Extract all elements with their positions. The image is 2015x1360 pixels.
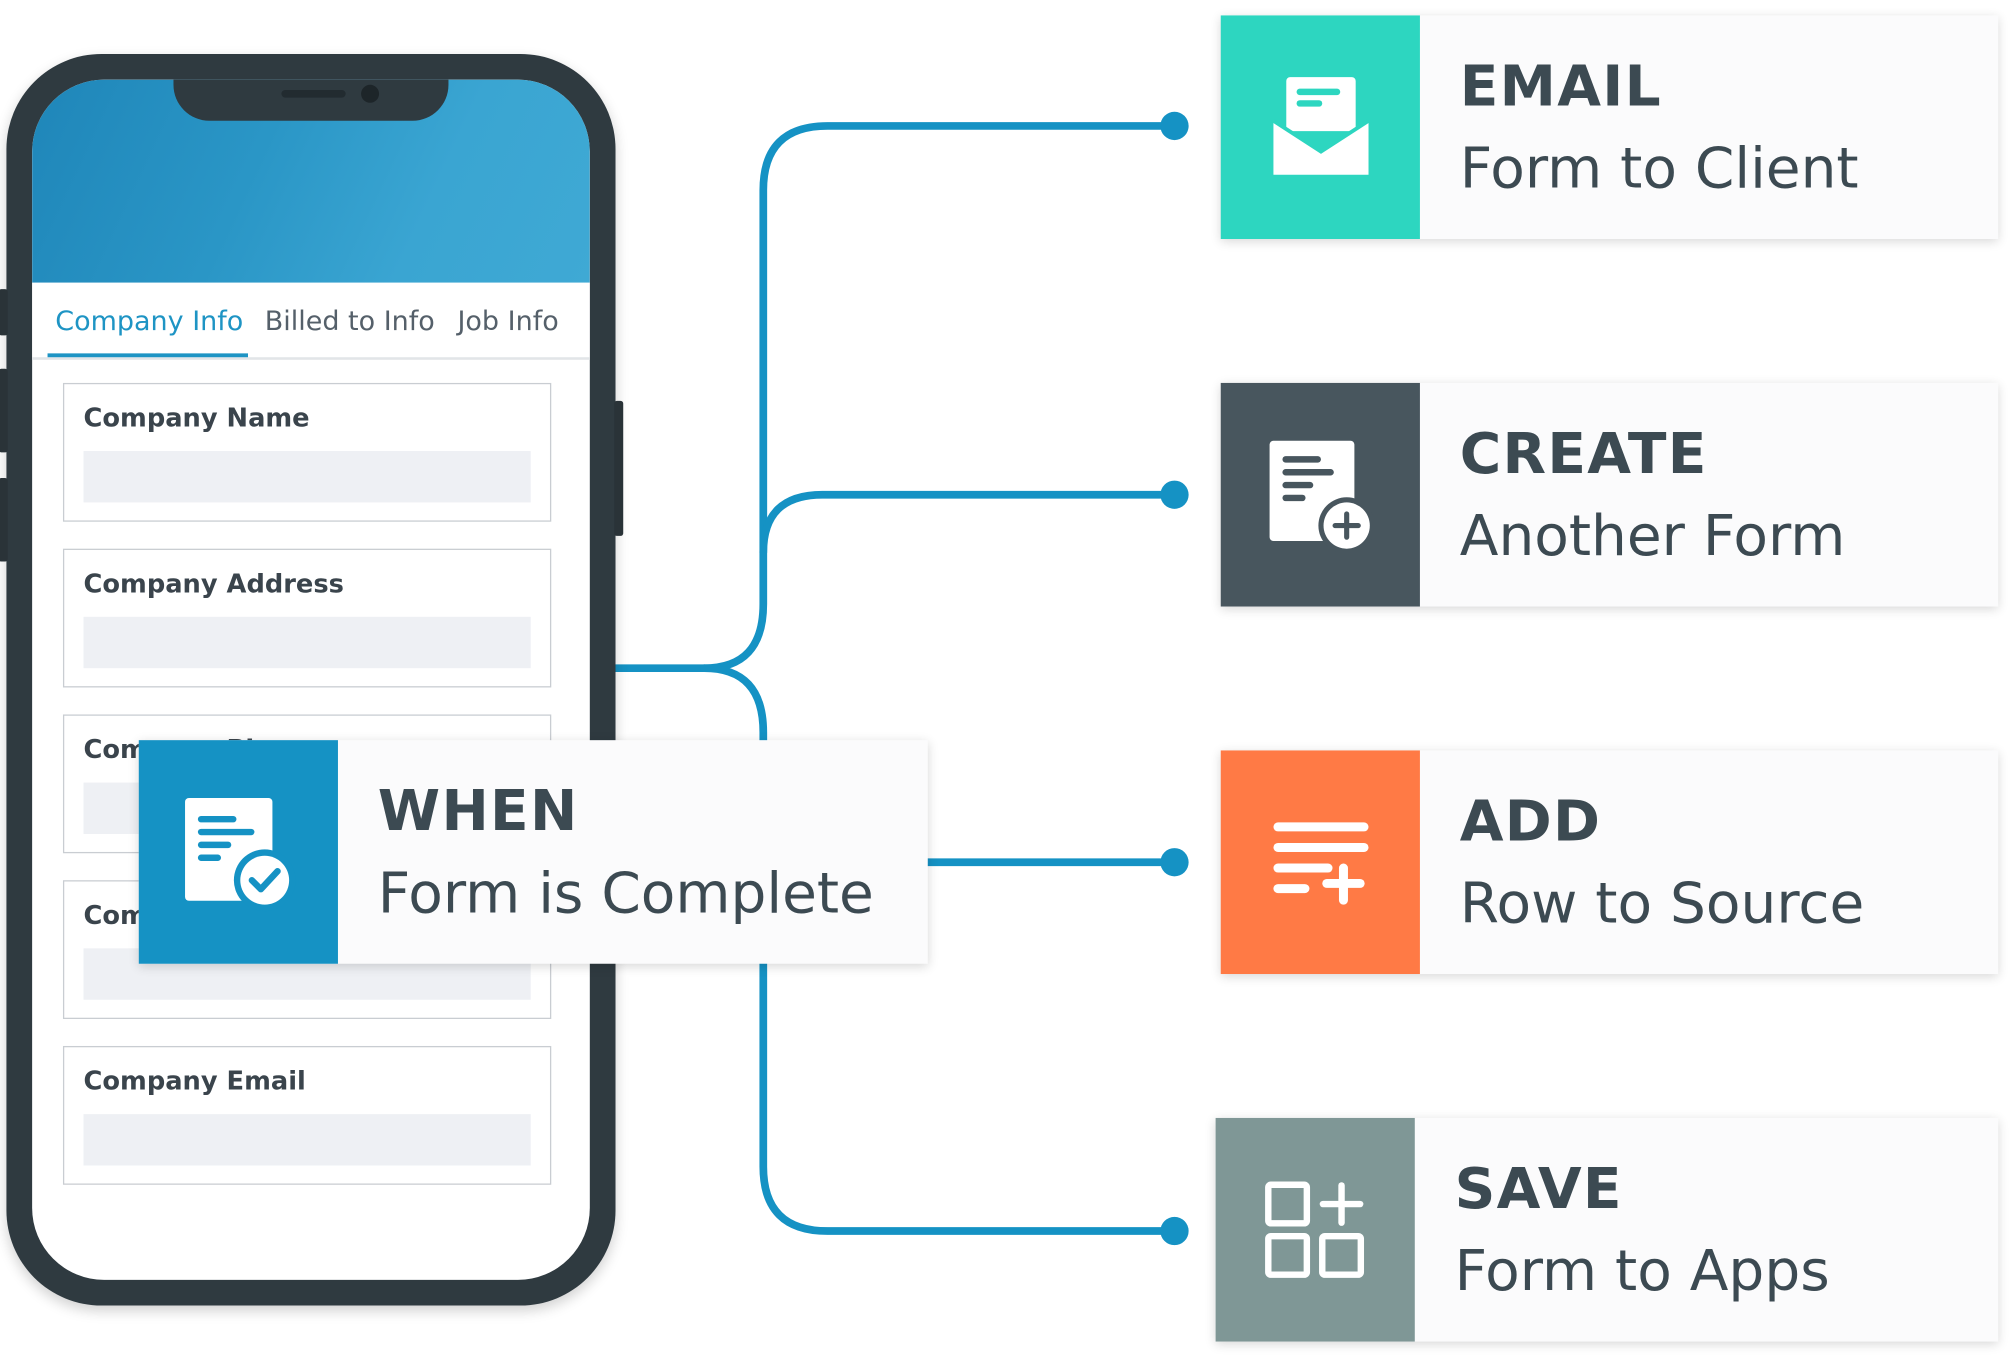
tab-billed-to-info[interactable]: Billed to Info: [264, 305, 435, 337]
connector-save: [759, 959, 1176, 1235]
connector-dot-create: [1160, 480, 1189, 509]
action-description: Form to Client: [1459, 136, 1859, 202]
action-verb: ADD: [1459, 788, 1602, 855]
action-verb: CREATE: [1459, 421, 1708, 488]
trigger-icon-box: [138, 740, 338, 964]
apps-grid-icon: [1264, 1181, 1364, 1278]
action-verb: EMAIL: [1459, 53, 1662, 120]
save-icon-box: [1215, 1117, 1415, 1342]
field-company-email: Company Email: [62, 1045, 552, 1185]
form-complete-icon: [184, 797, 295, 912]
connector-dot-email: [1160, 111, 1189, 141]
field-label: Company Name: [83, 402, 310, 434]
action-card-email: EMAIL Form to Client: [1220, 15, 1999, 240]
action-card-add: ADD Row to Source: [1220, 750, 1999, 975]
action-description: Form to Apps: [1454, 1238, 1830, 1305]
phone-volume-down: [0, 478, 8, 562]
tab-company-info[interactable]: Company Info: [55, 305, 244, 337]
phone-camera: [361, 84, 380, 103]
field-label: Company Address: [83, 567, 344, 599]
field-label: Com: [83, 899, 147, 931]
phone-notch: [173, 79, 449, 121]
phone-mute-switch: [0, 289, 8, 336]
phone-speaker: [281, 89, 346, 98]
connector-lower-bend: [700, 664, 768, 745]
connector-dot-add: [1160, 848, 1189, 877]
action-card-create: CREATE Another Form: [1220, 382, 1999, 607]
action-description: Another Form: [1459, 503, 1846, 570]
action-description: Row to Source: [1459, 871, 1865, 937]
connector-email: [700, 122, 1176, 673]
add-row-icon: [1272, 822, 1368, 905]
email-icon-box: [1220, 15, 1420, 240]
company-address-input[interactable]: [83, 616, 531, 669]
action-verb: SAVE: [1454, 1156, 1623, 1223]
email-form-icon: [1271, 77, 1369, 175]
tab-job-info[interactable]: Job Info: [457, 305, 559, 337]
action-card-save: SAVE Form to Apps: [1215, 1117, 1999, 1342]
active-tab-indicator: [47, 353, 249, 358]
company-email-input[interactable]: [83, 1114, 531, 1166]
phone-volume-up: [0, 368, 8, 453]
phone-power-button: [614, 400, 624, 536]
connector-dot-save: [1160, 1216, 1189, 1246]
trigger-description: Form is Complete: [377, 860, 874, 927]
field-company-address: Company Address: [62, 548, 552, 688]
company-name-input[interactable]: [83, 451, 531, 503]
field-company-name: Company Name: [62, 382, 552, 522]
trigger-verb: WHEN: [377, 778, 579, 845]
trigger-card: WHEN Form is Complete: [138, 740, 928, 964]
form-tabs: Company Info Billed to Info Job Info: [32, 282, 590, 360]
connector-create: [759, 490, 1176, 557]
create-icon-box: [1220, 382, 1420, 607]
add-icon-box: [1220, 750, 1420, 975]
phone-mockup: Company Info Billed to Info Job Info Com…: [0, 53, 624, 1306]
new-form-icon: [1268, 440, 1375, 554]
phone-screen: Company Info Billed to Info Job Info Com…: [32, 79, 590, 1280]
field-label: Company Email: [83, 1065, 306, 1097]
